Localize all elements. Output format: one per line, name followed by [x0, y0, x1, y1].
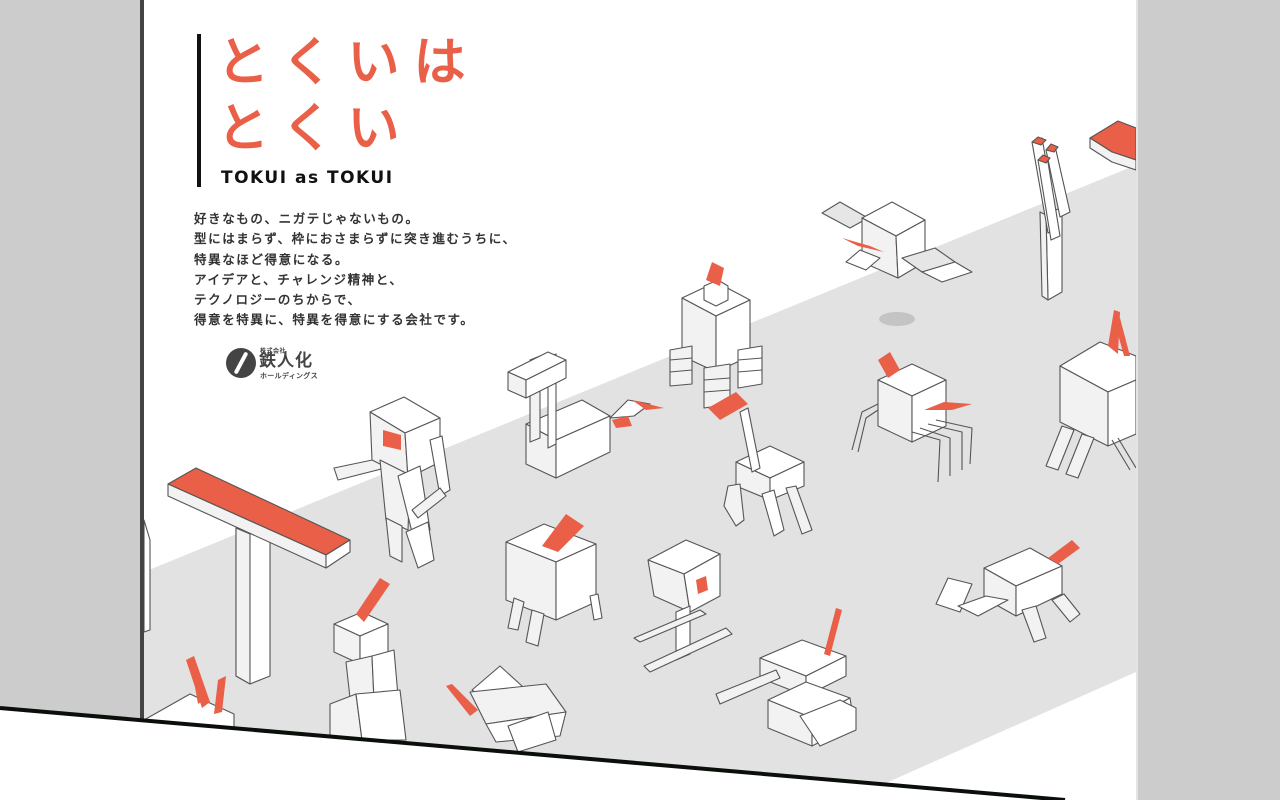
periscope-robot — [507, 351, 664, 479]
logo-name: 鉄人化 — [259, 351, 313, 371]
logo-kabushiki: 株式会社 — [260, 348, 287, 355]
hero-title-line-2: とくい — [217, 99, 414, 159]
spider-cube-robot — [851, 352, 973, 483]
hero-card: .o { stroke:#555; stroke-width:1.1; stro… — [144, 0, 1136, 800]
intro-line: 好きなもの、ニガテじゃないもの。 — [194, 211, 420, 226]
right-side-panel — [1138, 0, 1280, 800]
intro-line: アイデアと、チャレンジ精神と、 — [194, 271, 404, 287]
hero-subtitle: TOKUI as TOKUI — [221, 168, 394, 188]
big-cube-walker — [1045, 310, 1136, 479]
orange-slab-top-right — [1089, 120, 1136, 171]
tall-pillar-sculpture — [1031, 136, 1071, 301]
hero-title-line-1: とくいは — [217, 33, 480, 93]
left-panel-border — [140, 0, 144, 800]
intro-line: 得意を特異に、特異を得意にする会社です。 — [194, 312, 475, 328]
cube-on-legs — [505, 514, 603, 647]
hero-title: とくいは とくい — [217, 30, 479, 162]
robot-illustration: .o { stroke:#555; stroke-width:1.1; stro… — [144, 120, 1136, 790]
intro-copy: 好きなもの、ニガテじゃないもの。 型にはまらず、枠におさまらずに突き進むうちに、… — [194, 209, 517, 331]
stacked-leg-robot — [669, 262, 763, 409]
logo-holdings: ホールディングス — [260, 372, 318, 380]
monitor-head-robot — [633, 539, 733, 673]
hero-accent-bar — [197, 34, 201, 187]
walking-leg-robot — [708, 392, 813, 537]
crawling-robot — [935, 540, 1081, 643]
humanoid-robot — [333, 396, 451, 569]
flying-winged-cube — [821, 201, 973, 326]
right-panel-border — [1136, 0, 1138, 800]
company-logo[interactable]: 株式会社 鉄人化 ホールディングス — [226, 346, 318, 380]
intro-line: 特異なほど得意になる。 — [194, 251, 350, 267]
logo-mark-icon — [226, 348, 256, 378]
intro-line: 型にはまらず、枠におさまらずに突き進むうちに、 — [194, 231, 517, 247]
intro-line: テクノロジーのちからで、 — [194, 292, 362, 308]
t-shaped-bench — [167, 467, 351, 685]
left-side-panel — [0, 0, 140, 800]
